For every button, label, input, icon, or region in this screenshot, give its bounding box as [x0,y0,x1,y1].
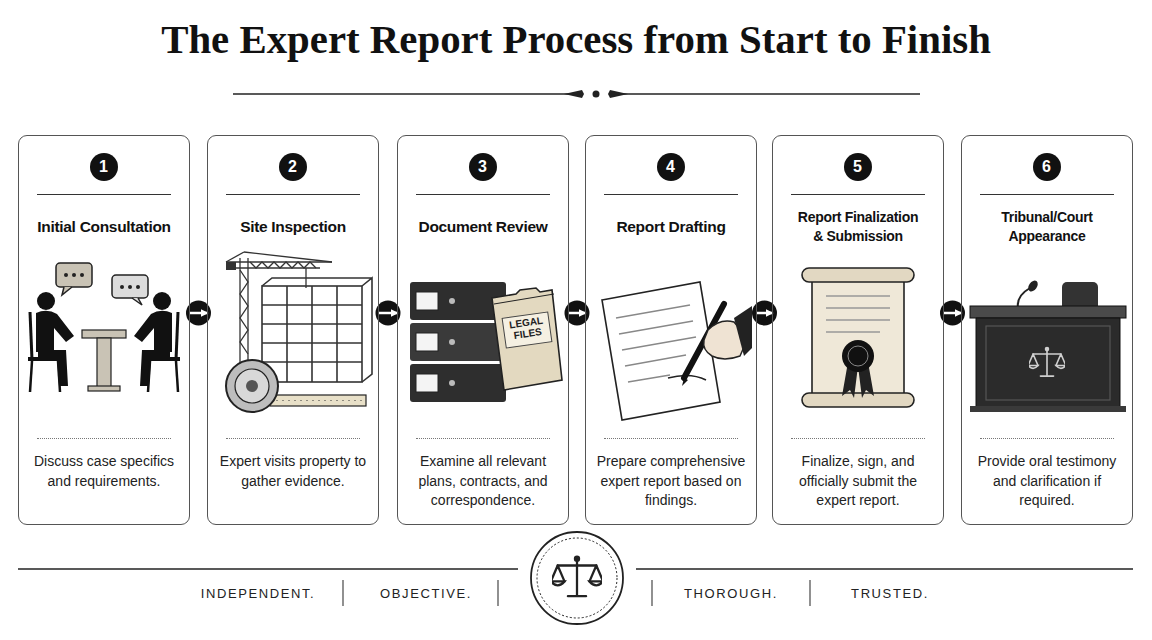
podium-icon [970,279,1126,412]
step-card: Site InspectionExpert visits property to… [207,135,379,525]
step-heading: Initial Consultation [37,217,171,238]
step-card: Tribunal/Court AppearanceProvide oral te… [961,135,1133,525]
dotted-separator [791,438,925,439]
flow-arrow [944,312,961,315]
step-description: Finalize, sign, and officially submit th… [783,452,933,511]
step-heading: Document Review [418,217,547,238]
dotted-separator [37,438,171,439]
separator-line [604,194,738,195]
motto-word: INDEPENDENT. [201,586,316,601]
step-description: Expert visits property to gather evidenc… [218,452,368,491]
diagram-title: The Expert Report Process from Start to … [0,16,1152,63]
dotted-separator [226,438,360,439]
arrow-disc [752,301,777,326]
flow-arrow [379,312,397,315]
step-description: Provide oral testimony and clarification… [972,452,1122,511]
separator-line [416,194,550,195]
step-heading: Report Drafting [616,217,725,238]
dotted-separator [604,438,738,439]
drafting-icon [602,282,752,420]
flow-arrow [190,312,207,315]
callout-number: 6 [1042,158,1051,176]
motto-word: THOROUGH. [684,586,778,601]
motto-word: OBJECTIVE. [380,586,472,601]
callout-number: 5 [853,158,862,176]
step-description: Prepare comprehensive expert report base… [596,452,746,511]
step-card: Report Finalization & SubmissionFinalize… [772,135,944,525]
step-number-circle: 2 [279,153,307,181]
dotted-separator [980,438,1114,439]
step-number-circle: 6 [1033,153,1061,181]
dotted-separator [416,438,550,439]
step-card: Report DraftingPrepare comprehensive exp… [585,135,757,525]
separator-line [791,194,925,195]
step-number-circle: 3 [469,153,497,181]
step-number-circle: 5 [844,153,872,181]
step-number-circle: 4 [657,153,685,181]
consultation-icon [28,263,180,392]
step-card: Initial ConsultationDiscuss case specifi… [18,135,190,525]
flow-arrow [757,312,772,315]
callout-number: 3 [478,158,487,176]
scroll-icon [802,268,914,407]
step-heading: Tribunal/Court Appearance [966,208,1128,246]
binders-icon [410,282,562,402]
callout-number: 4 [666,158,675,176]
separator-line [980,194,1114,195]
step-heading: Site Inspection [240,217,346,238]
footer-decoration [18,532,1133,624]
separator-line [226,194,360,195]
title-divider [233,90,920,98]
site-inspection-icon [226,252,372,412]
step-description: Discuss case specifics and requirements. [29,452,179,491]
step-number-circle: 1 [90,153,118,181]
flow-arrow [569,312,585,315]
step-heading: Report Finalization & Submission [777,208,939,246]
separator-line [37,194,171,195]
callout-number: 1 [99,158,108,176]
motto-word: TRUSTED. [851,586,929,601]
step-description: Examine all relevant plans, contracts, a… [408,452,558,511]
callout-number: 2 [288,158,297,176]
